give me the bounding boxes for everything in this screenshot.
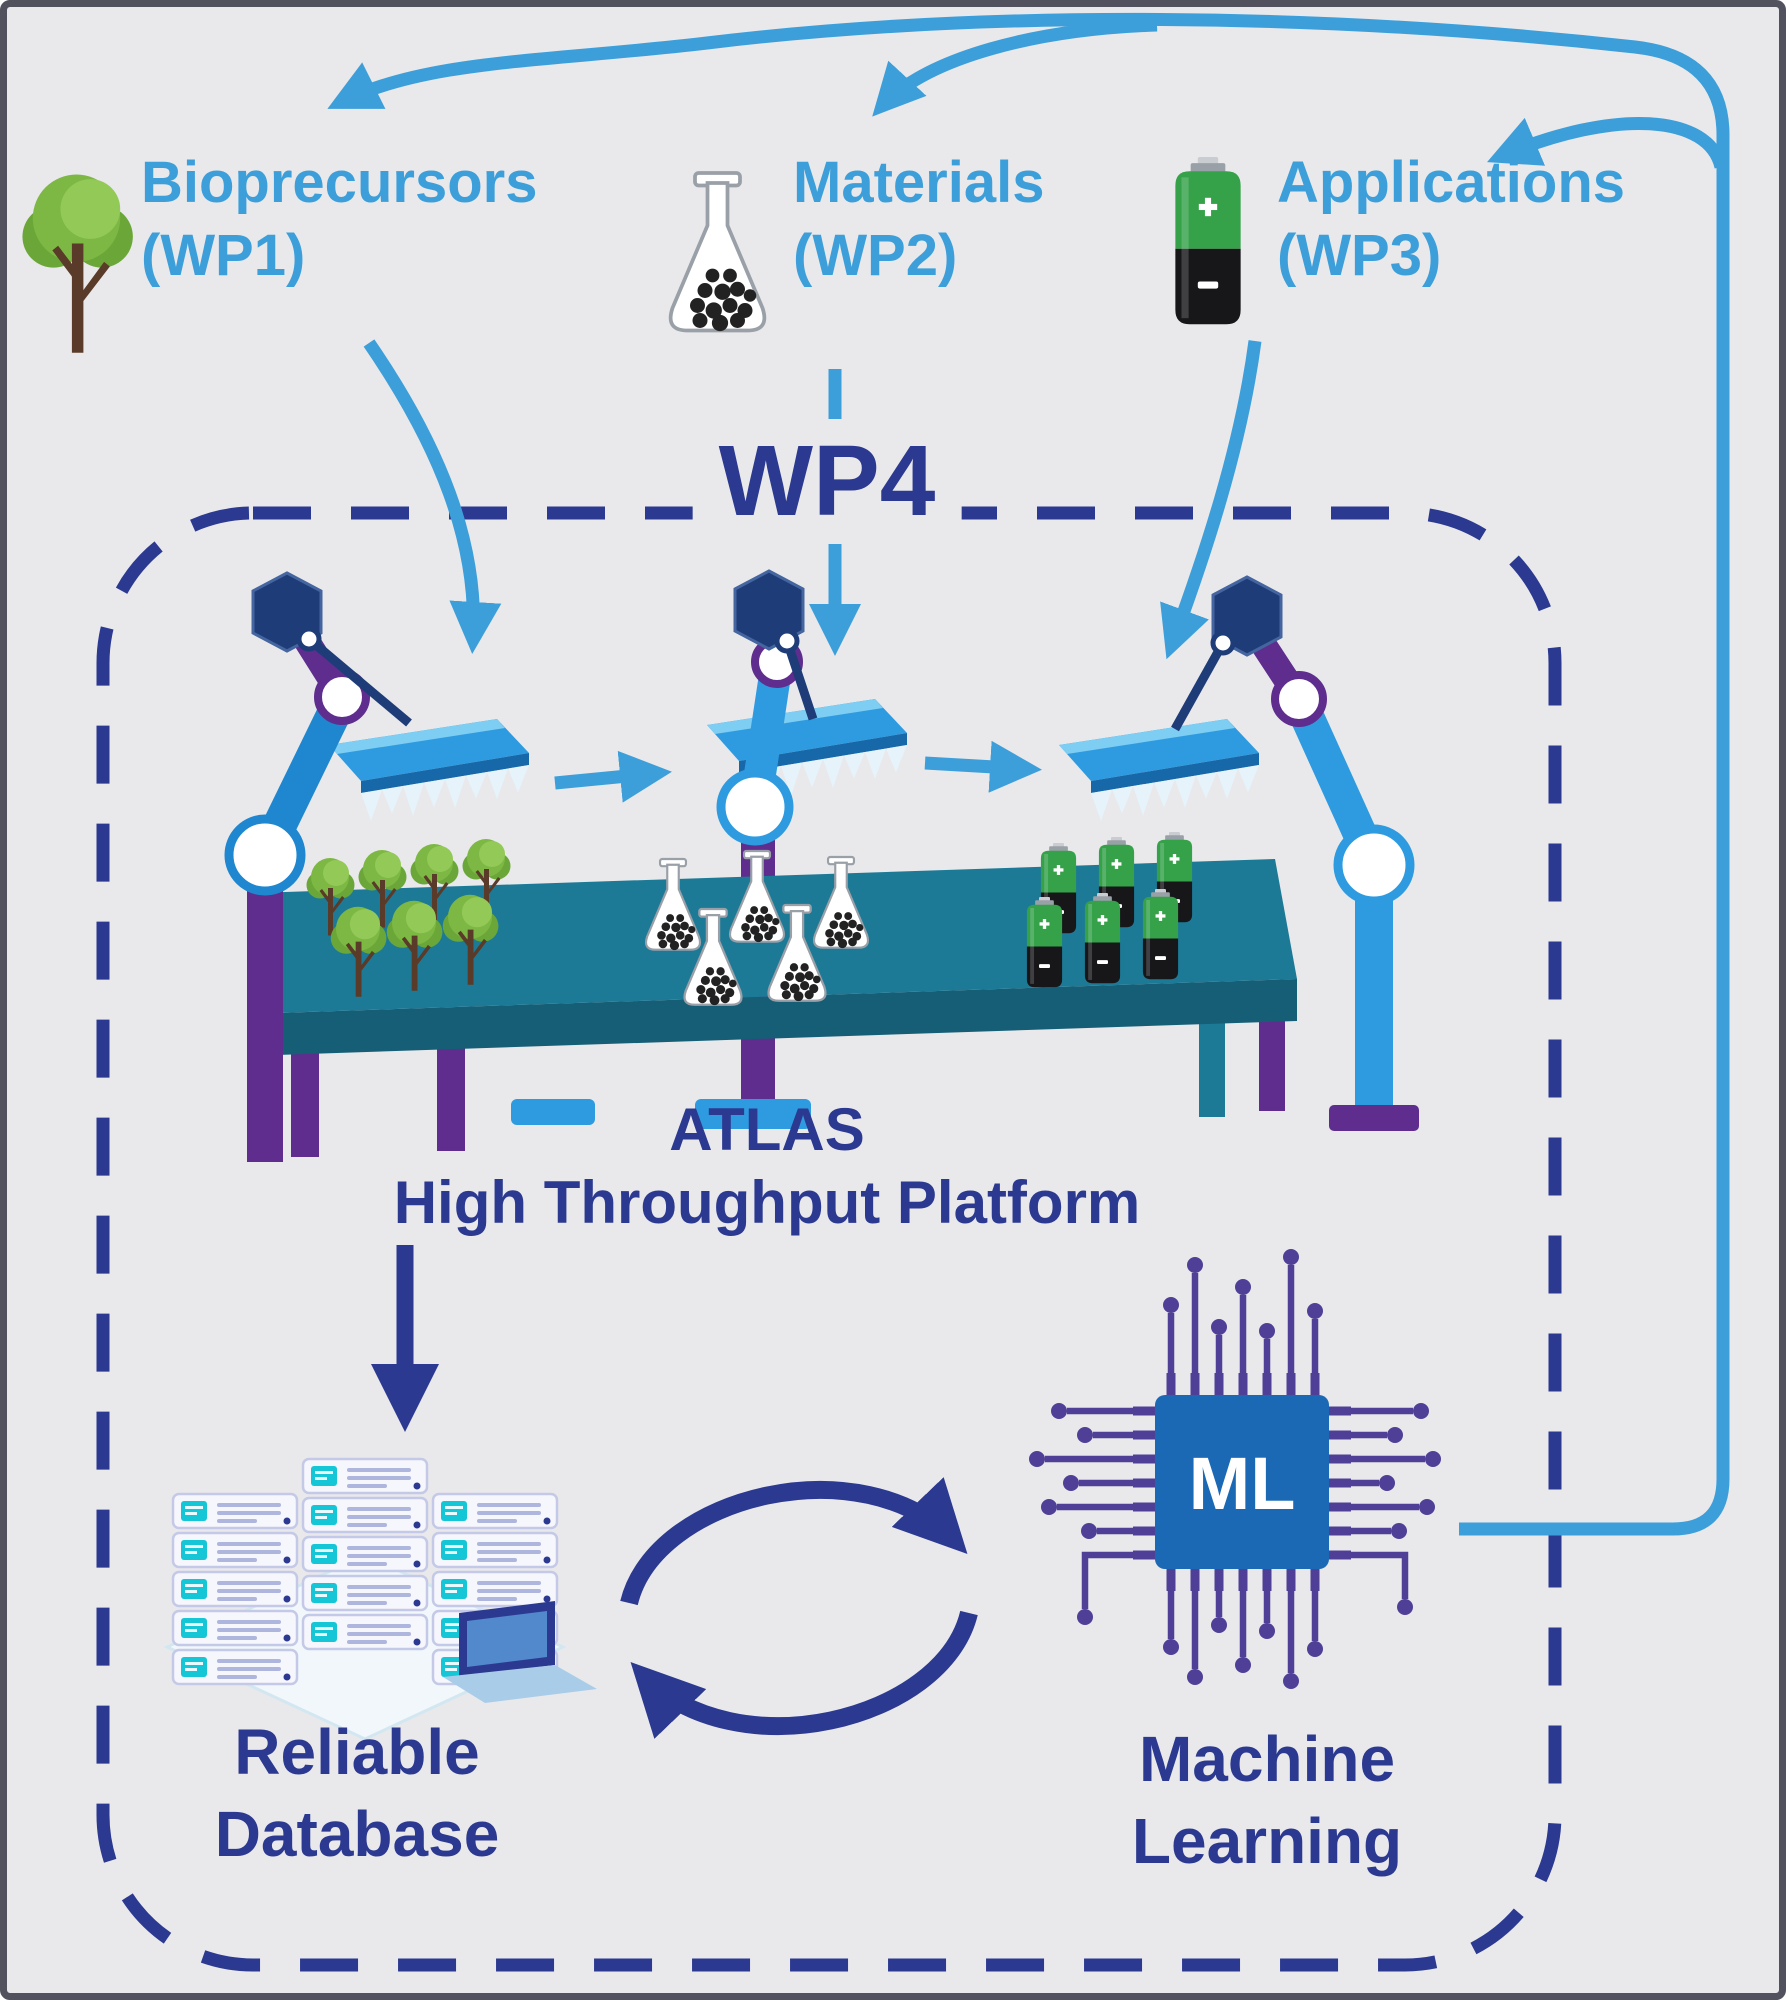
- mini-battery: [1026, 897, 1063, 988]
- tree-icon: [22, 174, 133, 353]
- ml-chip-label: ML: [1189, 1442, 1296, 1525]
- transfer-arrow-2: [924, 740, 1042, 793]
- chip-traces: [1045, 1265, 1425, 1673]
- wp3-label: Applications (WP3): [1277, 147, 1625, 292]
- wp3-flow-arrow: [1160, 340, 1262, 660]
- feedback-arrow-applications: [1487, 116, 1728, 169]
- server-unit: [171, 1570, 299, 1608]
- mini-battery: [1084, 893, 1121, 984]
- server-unit: [301, 1457, 429, 1495]
- wp4-label: WP4: [692, 419, 962, 544]
- chip-trace-terminals: [1029, 1249, 1441, 1689]
- platform-subtitle: High Throughput Platform: [393, 1169, 1141, 1237]
- database-label-line1: Reliable: [234, 1716, 480, 1788]
- ml-label-line1: Machine: [1138, 1723, 1396, 1795]
- server-unit: [171, 1609, 299, 1647]
- platform-label: ATLAS High Throughput Platform: [67, 1093, 1467, 1239]
- server-unit: [301, 1574, 429, 1612]
- feedback-line-main: [327, 12, 1730, 1536]
- workbench-front: [277, 979, 1297, 1055]
- ml-label: Machine Learning: [1007, 1719, 1527, 1883]
- feedback-arrows: [327, 12, 1730, 1536]
- wp1-title: Bioprecursors: [141, 150, 538, 215]
- server-unit: [301, 1496, 429, 1534]
- server-unit: [301, 1613, 429, 1651]
- database-label: Reliable Database: [107, 1712, 607, 1876]
- wp3-title: Applications: [1277, 150, 1626, 215]
- ice-tray-right: [1059, 719, 1259, 821]
- server-rack-icon: [163, 1457, 597, 1741]
- laptop-icon: [443, 1601, 597, 1703]
- server-unit: [171, 1531, 299, 1569]
- wp3-subtitle: (WP3): [1277, 222, 1442, 288]
- robot-arm-middle: [716, 569, 818, 846]
- feedback-arrow-materials: [872, 18, 1158, 117]
- server-unit: [171, 1648, 299, 1686]
- wp1-flow-arrow: [363, 339, 502, 654]
- server-unit: [431, 1570, 559, 1608]
- workbench-leg: [1199, 1017, 1225, 1117]
- robot-arm-left: [224, 571, 412, 1162]
- platform-title: ATLAS: [669, 1096, 865, 1163]
- server-unit: [431, 1531, 559, 1569]
- wp2-label: Materials (WP2): [793, 147, 1044, 292]
- robot-needle: [782, 639, 818, 721]
- mini-battery: [1142, 889, 1179, 980]
- workbench-leg: [1259, 1013, 1285, 1111]
- wp1-label: Bioprecursors (WP1): [141, 147, 537, 292]
- chip-pins: [1133, 1373, 1351, 1591]
- dashed-loop-boundary: [96, 506, 1562, 1972]
- wp2-subtitle: (WP2): [793, 222, 958, 288]
- battery-icon: [1175, 157, 1241, 325]
- database-label-line2: Database: [214, 1797, 500, 1870]
- wp1-subtitle: (WP1): [141, 222, 306, 288]
- robot-needle: [306, 635, 412, 727]
- flask-icon: [668, 171, 767, 333]
- cycle-arrow-bottom: [630, 1610, 978, 1739]
- bench-batteries: [1026, 832, 1193, 988]
- workbench-leg: [437, 1041, 465, 1151]
- workbench-leg: [291, 1049, 319, 1157]
- wp2-title: Materials: [793, 150, 1045, 215]
- ml-label-line2: Learning: [1131, 1804, 1403, 1877]
- transfer-arrow-1: [554, 750, 672, 803]
- robot-needle: [1171, 640, 1227, 732]
- server-unit: [301, 1535, 429, 1573]
- cycle-arrow-top: [620, 1477, 968, 1606]
- robot-arm-right: [1171, 575, 1419, 1131]
- diagram-canvas: ML: [22, 12, 1730, 1972]
- cycle-arrows-icon: [620, 1477, 978, 1739]
- ml-chip-icon: ML: [1029, 1249, 1441, 1689]
- chip-body: [1155, 1395, 1329, 1569]
- server-unit: [431, 1492, 559, 1530]
- ice-tray-left: [329, 719, 529, 821]
- server-unit: [171, 1492, 299, 1530]
